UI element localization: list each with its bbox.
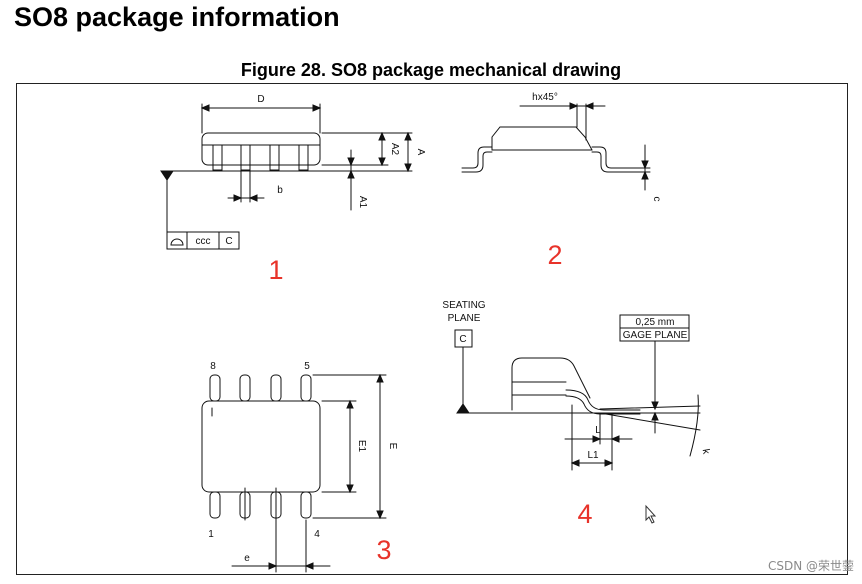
label-chamfer: hx45° bbox=[532, 92, 558, 103]
label-A1: A1 bbox=[357, 196, 368, 209]
lead-left bbox=[461, 146, 493, 169]
pin-5-label: 5 bbox=[304, 361, 310, 372]
lead bbox=[240, 144, 251, 171]
lead-right bbox=[591, 146, 623, 169]
lead-right bbox=[591, 151, 623, 173]
watermark: CSDN @荣世蓥 bbox=[767, 559, 854, 573]
package-body-end bbox=[491, 126, 593, 151]
label-A2: A2 bbox=[389, 143, 400, 156]
tolerance-ccc: ccc bbox=[196, 236, 211, 247]
view-number-1: 1 bbox=[268, 255, 283, 285]
label-L1: L1 bbox=[587, 450, 599, 461]
figure-frame bbox=[16, 83, 848, 575]
arrow-heads bbox=[570, 459, 614, 467]
lead-bottom bbox=[300, 491, 312, 519]
label-E1: E1 bbox=[356, 440, 367, 453]
lead-bottom bbox=[209, 491, 221, 519]
lead-top bbox=[270, 374, 282, 402]
view-number-2: 2 bbox=[547, 240, 562, 270]
gage-plane-label: GAGE PLANE bbox=[623, 330, 688, 341]
lead bbox=[269, 144, 280, 171]
arrow-heads bbox=[378, 131, 412, 173]
view-1-side bbox=[160, 103, 413, 250]
lead-left bbox=[461, 151, 493, 173]
arrow-heads bbox=[651, 401, 659, 421]
lead-profile bbox=[565, 395, 641, 415]
figure-caption: Figure 28. SO8 package mechanical drawin… bbox=[240, 60, 622, 80]
pin-4-label: 4 bbox=[314, 529, 320, 540]
lead bbox=[212, 144, 223, 171]
label-D: D bbox=[257, 94, 264, 105]
view-number-4: 4 bbox=[577, 499, 592, 529]
pin-1-label: 1 bbox=[208, 529, 214, 540]
view-4-lead-detail bbox=[454, 314, 701, 471]
lead bbox=[298, 144, 309, 171]
package-body-side bbox=[201, 132, 321, 166]
label-E: E bbox=[387, 443, 398, 450]
tolerance-datum: C bbox=[225, 236, 232, 247]
seating-plane-label-1: SEATING bbox=[442, 300, 485, 311]
arrow-heads bbox=[376, 373, 384, 520]
arrow-heads bbox=[233, 194, 258, 202]
tolerance-frame bbox=[166, 231, 240, 250]
view-number-3: 3 bbox=[376, 535, 391, 565]
label-b: b bbox=[277, 185, 283, 196]
lead-top bbox=[209, 374, 221, 402]
arrow-heads bbox=[641, 160, 649, 180]
arrow-heads bbox=[346, 399, 354, 494]
flatness-symbol bbox=[170, 238, 184, 246]
arrow-heads bbox=[268, 562, 314, 570]
arrow-heads bbox=[592, 435, 620, 443]
datum-C-label: C bbox=[459, 334, 466, 345]
gage-plane-line bbox=[599, 405, 701, 410]
arrow-heads bbox=[200, 104, 322, 112]
arrow-heads bbox=[347, 157, 355, 179]
lead-top bbox=[300, 374, 312, 402]
lead-profile bbox=[565, 389, 641, 411]
arrow-heads bbox=[569, 102, 594, 110]
view-3-top bbox=[201, 373, 387, 573]
view-2-end bbox=[461, 102, 651, 191]
seating-plane-label-2: PLANE bbox=[448, 313, 481, 324]
label-A: A bbox=[415, 149, 426, 156]
cursor-icon bbox=[645, 504, 657, 524]
label-L: L bbox=[595, 425, 601, 436]
label-k: k bbox=[700, 448, 712, 456]
label-c: c bbox=[651, 197, 662, 202]
lead-top bbox=[239, 374, 251, 402]
k-angle-arc bbox=[689, 394, 699, 457]
package-body-top bbox=[201, 400, 321, 493]
pin-8-label: 8 bbox=[210, 361, 216, 372]
datum-triangle bbox=[456, 403, 470, 414]
k-angle-line bbox=[599, 412, 701, 431]
datum-triangle bbox=[160, 170, 174, 181]
gage-value: 0,25 mm bbox=[636, 317, 675, 328]
label-e: e bbox=[244, 553, 250, 564]
package-body-detail bbox=[511, 357, 591, 411]
page-title: SO8 package information bbox=[14, 2, 340, 32]
